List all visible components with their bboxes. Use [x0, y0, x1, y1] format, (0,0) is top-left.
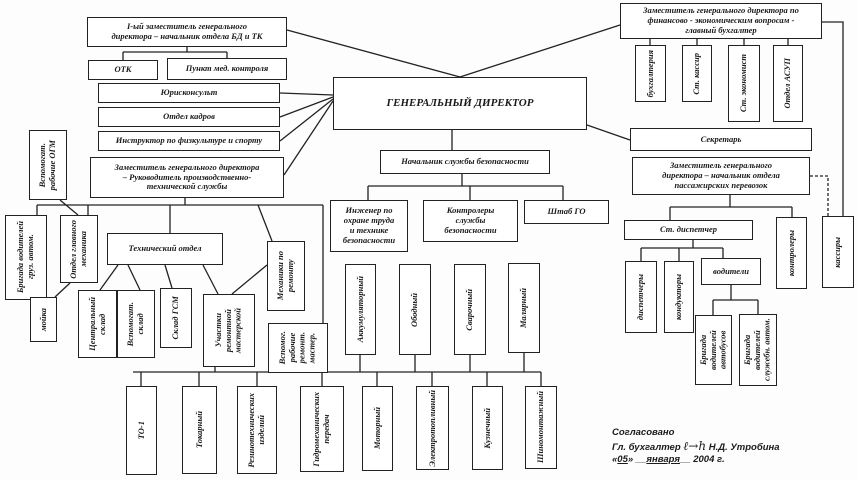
service-drivers-brigade-box: Бригада водителей служебн. автом.: [739, 314, 777, 386]
finance-deputy-box: Заместитель генерального директора по фи…: [620, 3, 822, 39]
motor-box: Моторный: [362, 386, 393, 471]
approval-label: Согласовано: [612, 427, 675, 438]
senior-cashier-box: Ст. кассир: [682, 45, 712, 102]
accounting-box: бухгалтерия: [635, 45, 666, 102]
secretary-box: Секретарь: [630, 128, 812, 151]
chief-mechanic-box: Отдел главного механика: [60, 215, 98, 283]
controllers-box: контролеры: [776, 217, 807, 289]
signature: ℓ→h: [683, 438, 707, 453]
passenger-deputy-box: Заместитель генерального директора – нач…: [632, 157, 810, 195]
technical-department-box: Технический отдел: [107, 233, 223, 265]
rim-shop-box: Ободный: [399, 264, 431, 355]
rubber-box: Резинотехнических изделий: [237, 386, 277, 474]
wash-box: мойка: [30, 297, 57, 342]
forge-box: Кузнечный: [472, 386, 503, 470]
approval-year: 2004 г.: [693, 453, 725, 465]
approval-block: Согласовано Гл. бухгалтер ℓ→h Н.Д. Утроб…: [612, 427, 780, 466]
electro-fuel-box: Электротопливный: [416, 386, 449, 470]
bus-drivers-brigade-box: Бригада водителей автобусов: [695, 315, 732, 385]
ogm-aux-workers-box: Вспомогат. рабочие ОГМ: [29, 130, 67, 200]
battery-shop-box: Аккумуляторный: [345, 264, 376, 355]
paint-shop-box: Малярный: [508, 263, 540, 353]
hydromechanical-box: Гидромеханических передач: [300, 386, 344, 472]
aux-warehouse-box: Вспомогат. склад: [117, 290, 155, 358]
to1-box: ТО-1: [126, 386, 157, 475]
approval-name: Н.Д. Утробина: [708, 441, 780, 453]
approval-date: «05» __января__ 2004 г.: [612, 453, 725, 465]
repair-shop-box: Участки ремонтной мастерской: [203, 294, 255, 367]
central-warehouse-box: Центральный склад: [78, 290, 117, 358]
senior-economist-box: Ст. экономист: [728, 45, 760, 122]
hr-department-box: Отдел кадров: [98, 107, 280, 127]
medical-control-box: Пункт мед. контроля: [167, 58, 287, 80]
otk-box: ОТК: [88, 60, 158, 80]
security-head-box: Начальник службы безопасности: [380, 150, 550, 174]
truck-drivers-box: Бригада водителей груз. автом.: [5, 215, 47, 300]
sport-instructor-box: Инструктор по физкультуре и спорту: [98, 131, 280, 151]
asup-box: Отдел АСУП: [773, 45, 803, 122]
first-deputy-box: I-ый заместитель генерального директора …: [87, 17, 287, 47]
dispatchers-box: диспетчеры: [625, 261, 657, 333]
security-controllers-box: Контролеры службы безопасности: [423, 200, 518, 242]
approval-signer-line: Гл. бухгалтер ℓ→h Н.Д. Утробина: [612, 439, 780, 454]
approval-day: 05: [617, 453, 628, 465]
lathe-box: Токарный: [182, 386, 217, 474]
fuel-warehouse-box: Склад ГСМ: [160, 288, 192, 348]
drivers-box: водители: [701, 258, 761, 285]
conductors-box: кондукторы: [664, 261, 694, 333]
welding-shop-box: Сварочный: [454, 264, 486, 355]
general-director-box: ГЕНЕРАЛЬНЫЙ ДИРЕКТОР: [333, 77, 587, 130]
approval-month: января: [646, 453, 681, 465]
approval-role: Гл. бухгалтер: [612, 441, 681, 453]
safety-engineer-box: Инженер по охране труда и технике безопа…: [330, 200, 408, 252]
civil-defense-box: Штаб ГО: [524, 200, 609, 224]
senior-dispatcher-box: Ст. диспетчер: [624, 220, 753, 240]
legal-counsel-box: Юрисконсульт: [98, 83, 280, 103]
repair-aux-workers-box: Вспомог. рабочие ремонт. мастер.: [268, 323, 328, 373]
tire-box: Шиномонтажный: [525, 386, 557, 469]
cashiers-box: кассиры: [822, 216, 854, 288]
technical-deputy-box: Заместитель генерального директора – Рук…: [90, 157, 284, 198]
repair-mechanics-box: Механики по ремонту: [267, 241, 305, 311]
